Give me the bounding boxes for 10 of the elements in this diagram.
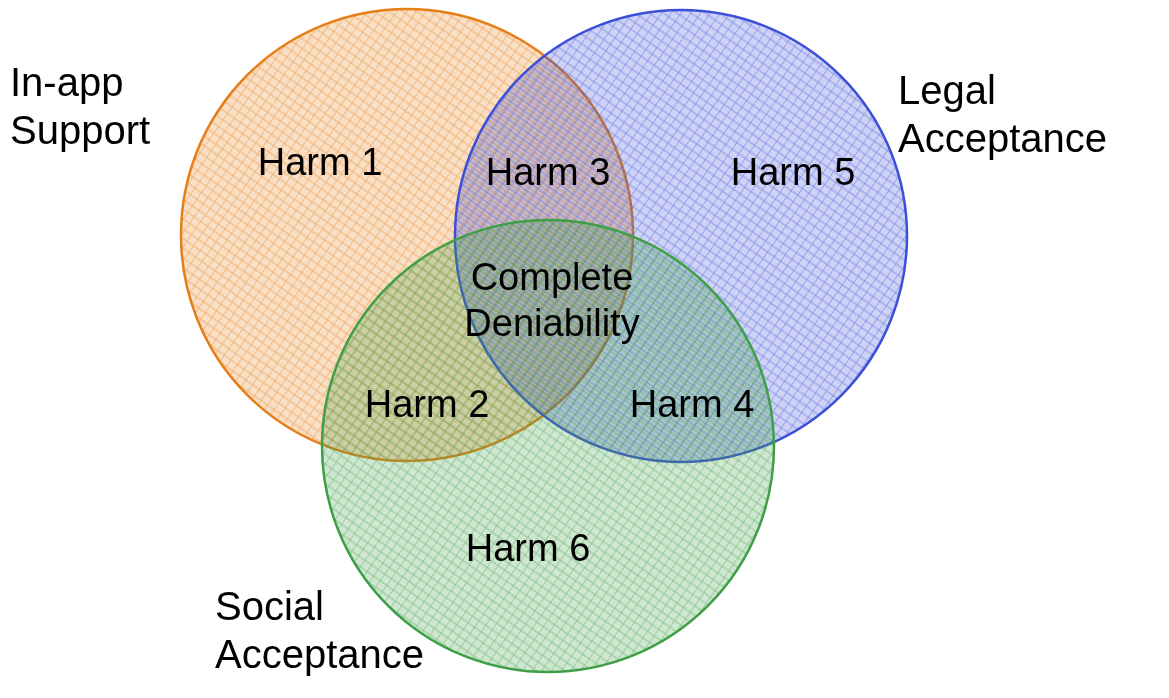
region-label: Harm 6 bbox=[464, 526, 592, 571]
region-label: Harm 5 bbox=[729, 150, 857, 195]
region-label: Harm 2 bbox=[363, 382, 491, 427]
circle-title: In-app Support bbox=[10, 59, 152, 154]
region-label: Harm 1 bbox=[256, 140, 384, 185]
region-label: Complete Deniability bbox=[463, 255, 641, 346]
circle-title: Legal Acceptance bbox=[898, 67, 1109, 162]
region-label: Harm 4 bbox=[628, 382, 756, 427]
region-label: Harm 3 bbox=[484, 150, 612, 195]
circle-title: Social Acceptance bbox=[215, 583, 426, 678]
